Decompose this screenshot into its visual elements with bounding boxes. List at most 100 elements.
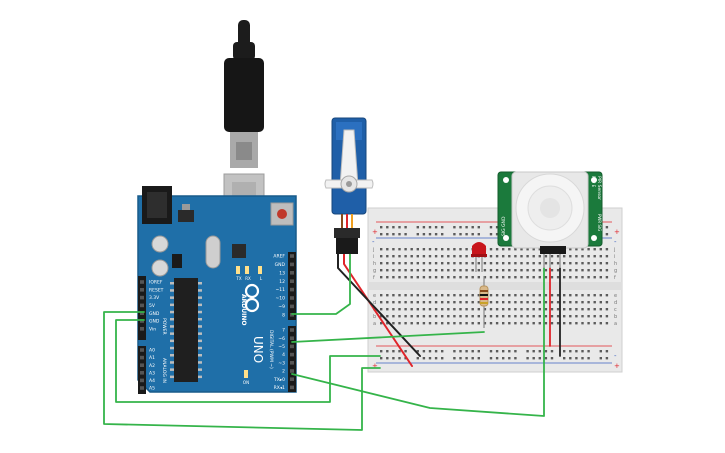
breadboard-hole[interactable] [599, 276, 602, 279]
rail-hole[interactable] [386, 357, 389, 360]
breadboard-hole[interactable] [453, 301, 456, 304]
breadboard-hole[interactable] [520, 262, 523, 265]
breadboard-hole[interactable] [453, 248, 456, 251]
breadboard-hole[interactable] [544, 255, 548, 258]
rail-hole[interactable] [489, 357, 493, 360]
breadboard-hole[interactable] [502, 276, 505, 279]
breadboard-hole[interactable] [392, 294, 395, 297]
breadboard-hole[interactable] [514, 248, 517, 251]
breadboard-hole[interactable] [575, 255, 578, 258]
breadboard-hole[interactable] [514, 308, 517, 311]
digital-bottom-pin-hole[interactable] [290, 344, 294, 349]
breadboard-hole[interactable] [398, 301, 401, 304]
rail-hole[interactable] [569, 350, 572, 353]
breadboard-hole[interactable] [447, 294, 450, 297]
breadboard-hole[interactable] [520, 248, 523, 251]
power-pin-hole[interactable] [140, 280, 144, 284]
breadboard-hole[interactable] [587, 322, 590, 325]
breadboard-hole[interactable] [520, 301, 523, 304]
breadboard-hole[interactable] [593, 294, 596, 297]
breadboard-hole[interactable] [556, 276, 560, 279]
breadboard-hole[interactable] [483, 315, 487, 318]
breadboard-hole[interactable] [416, 308, 419, 311]
breadboard-hole[interactable] [550, 255, 554, 258]
breadboard-hole[interactable] [453, 294, 456, 297]
breadboard-hole[interactable] [520, 322, 523, 325]
breadboard-hole[interactable] [532, 294, 535, 297]
breadboard-hole[interactable] [447, 308, 450, 311]
breadboard-hole[interactable] [380, 276, 383, 279]
breadboard-hole[interactable] [428, 269, 432, 272]
reset-button-cap[interactable] [277, 209, 287, 219]
breadboard-hole[interactable] [404, 294, 407, 297]
breadboard-hole[interactable] [556, 301, 560, 304]
breadboard-hole[interactable] [569, 276, 572, 279]
breadboard-hole[interactable] [465, 248, 468, 251]
rail-hole[interactable] [550, 350, 554, 353]
rail-hole[interactable] [380, 350, 383, 353]
breadboard-hole[interactable] [404, 322, 407, 325]
breadboard-hole[interactable] [575, 269, 578, 272]
rail-hole[interactable] [514, 350, 517, 353]
breadboard-hole[interactable] [520, 269, 523, 272]
rail-hole[interactable] [392, 357, 395, 360]
digital-bottom-pin-hole[interactable] [290, 377, 294, 381]
breadboard-hole[interactable] [447, 248, 450, 251]
breadboard-hole[interactable] [544, 269, 548, 272]
breadboard-hole[interactable] [416, 276, 419, 279]
breadboard-hole[interactable] [502, 322, 505, 325]
rail-hole[interactable] [441, 357, 444, 360]
breadboard-hole[interactable] [410, 315, 413, 318]
breadboard-hole[interactable] [502, 255, 505, 258]
analog-pin-hole[interactable] [140, 355, 144, 360]
rail-hole[interactable] [477, 226, 480, 229]
rail-hole[interactable] [404, 226, 407, 229]
digital-bottom-pin-hole[interactable] [290, 352, 294, 357]
breadboard-hole[interactable] [392, 276, 395, 279]
breadboard-hole[interactable] [538, 315, 541, 318]
breadboard-hole[interactable] [502, 294, 505, 297]
breadboard-hole[interactable] [575, 276, 578, 279]
analog-pin-hole[interactable] [140, 371, 144, 375]
breadboard-hole[interactable] [593, 322, 596, 325]
breadboard-hole[interactable] [532, 322, 535, 325]
breadboard-hole[interactable] [392, 269, 395, 272]
breadboard-hole[interactable] [550, 294, 554, 297]
analog-pin-hole[interactable] [140, 378, 144, 383]
wire-servo-power[interactable] [343, 253, 413, 367]
breadboard-hole[interactable] [380, 315, 383, 318]
breadboard-hole[interactable] [581, 255, 584, 258]
rail-hole[interactable] [575, 350, 578, 353]
digital-bottom-pin-hole[interactable] [290, 361, 294, 365]
breadboard-hole[interactable] [495, 269, 499, 272]
rail-hole[interactable] [471, 226, 474, 229]
breadboard-hole[interactable] [495, 322, 499, 325]
digital-top-pin-hole[interactable] [290, 262, 294, 267]
breadboard-hole[interactable] [392, 315, 395, 318]
breadboard-hole[interactable] [563, 262, 566, 265]
rail-hole[interactable] [508, 350, 511, 353]
breadboard-hole[interactable] [434, 248, 438, 251]
breadboard-hole[interactable] [465, 294, 468, 297]
breadboard-hole[interactable] [422, 315, 426, 318]
rail-hole[interactable] [489, 226, 493, 229]
rail-hole[interactable] [416, 226, 419, 229]
breadboard-hole[interactable] [398, 294, 401, 297]
breadboard-hole[interactable] [477, 269, 480, 272]
breadboard-hole[interactable] [489, 255, 493, 258]
breadboard-hole[interactable] [386, 248, 389, 251]
rail-hole[interactable] [398, 226, 401, 229]
breadboard-hole[interactable] [459, 262, 462, 265]
rail-hole[interactable] [465, 226, 468, 229]
breadboard-hole[interactable] [495, 262, 499, 265]
breadboard-hole[interactable] [605, 255, 609, 258]
breadboard-hole[interactable] [544, 301, 548, 304]
breadboard-hole[interactable] [380, 262, 383, 265]
breadboard-hole[interactable] [520, 315, 523, 318]
breadboard-hole[interactable] [441, 322, 444, 325]
power-pin-hole[interactable] [140, 311, 144, 315]
rail-hole[interactable] [477, 357, 480, 360]
breadboard-hole[interactable] [526, 294, 529, 297]
rail-hole[interactable] [434, 226, 438, 229]
breadboard-hole[interactable] [581, 262, 584, 265]
